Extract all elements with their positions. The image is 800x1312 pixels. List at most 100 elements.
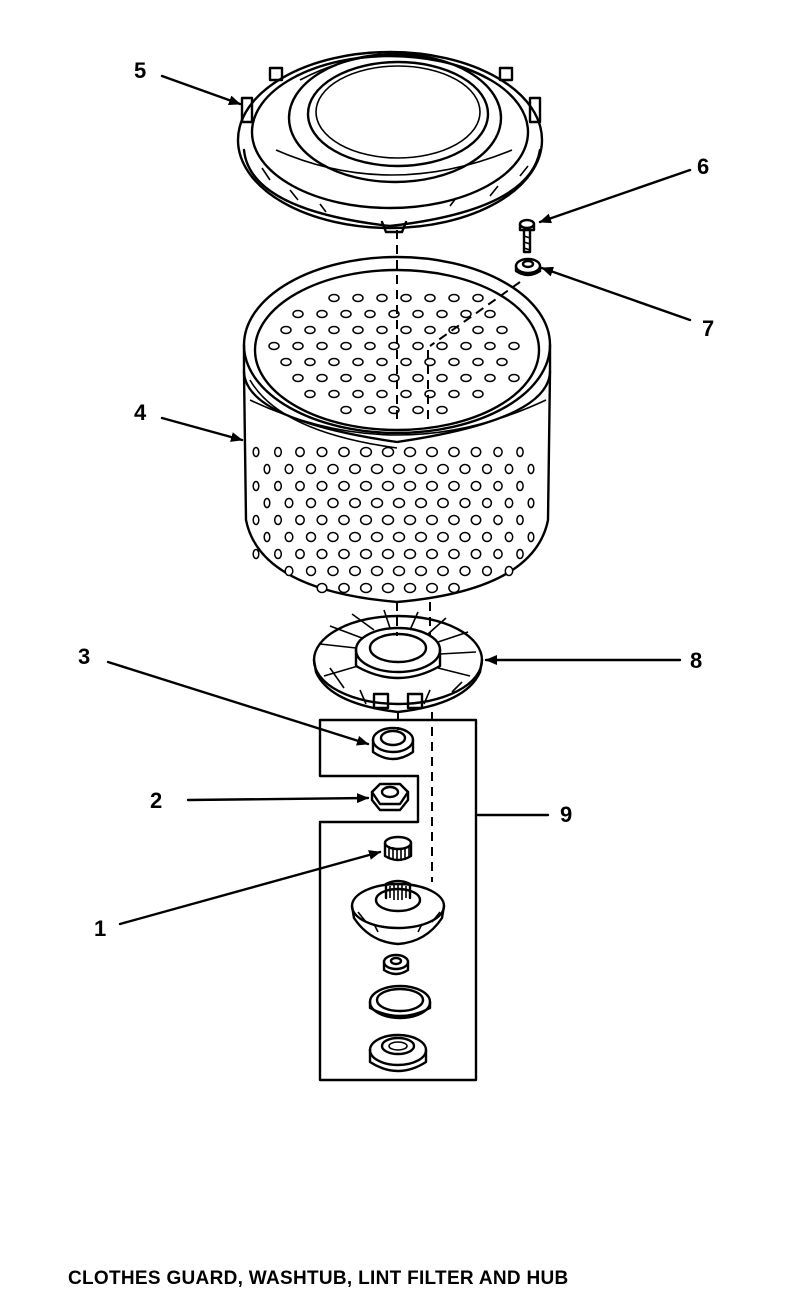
tub-perforation [425,446,439,458]
part-6-screw [518,218,536,254]
tub-perforation [304,357,316,367]
tub-perforation [424,389,436,399]
tub-perforation [364,341,376,351]
tub-perforation [328,325,340,335]
tub-perforation [527,497,535,509]
tub-perforation [295,514,305,526]
tub-perforation [424,325,436,335]
leader-3 [106,660,370,746]
tub-perforation [414,565,428,577]
tub-perforation [448,357,460,367]
tub-perforation [316,514,328,526]
tub-perforation [481,531,493,543]
callout-5: 5 [134,58,146,83]
tub-perforation [388,341,400,351]
tub-perforation [459,497,471,509]
tub-perforation [459,463,471,475]
tub-perforation [414,497,428,509]
tub-perforation [328,389,340,399]
tub-perforation [448,293,460,303]
callout-numbers: 5 6 7 4 8 3 2 9 1 [78,58,714,941]
tub-perforation [516,480,524,492]
tub-perforation [327,531,339,543]
hub-ring [368,984,432,1020]
callout-8: 8 [690,648,702,673]
tub-perforation [436,341,448,351]
tub-perforation [400,293,412,303]
tub-perforation [359,480,373,492]
tub-perforation [516,514,524,526]
tub-perforation [348,565,362,577]
tub-perforation [273,548,283,560]
tub-perforation [412,341,424,351]
tub-perforation [403,480,417,492]
tub-perforation [448,582,460,594]
hub-small-nut [382,953,410,976]
callout-9: 9 [560,802,572,827]
part-7-washer [514,257,542,277]
tub-perforation [284,463,294,475]
tub-perforation [504,497,514,509]
tub-perforation [459,531,471,543]
tub-perforation [348,531,362,543]
part-1-spline-insert [383,835,413,862]
tub-perforation [352,357,364,367]
tub-perforation [376,389,388,399]
tub-perforation [340,309,352,319]
tub-perforation [295,548,305,560]
tub-perforation [437,531,449,543]
tub-perforation [292,341,304,351]
tub-perforation [412,405,424,415]
tub-perforation [493,480,503,492]
tub-perforation [316,446,328,458]
tub-perforation [359,582,373,594]
tub-perforation [305,565,317,577]
tub-perforation [460,309,472,319]
tub-perforation [284,497,294,509]
tub-perforation [305,531,317,543]
tub-perforation [263,463,271,475]
tub-perforation [436,373,448,383]
tub-perforation [470,514,482,526]
tub-perforation [348,463,362,475]
tub-perforation [327,497,339,509]
tub-perforation [370,565,384,577]
tub-perforation [448,389,460,399]
tub-perforation [328,293,340,303]
tub-perforation [280,325,292,335]
tub-perforation [316,341,328,351]
tub-perforation [352,293,364,303]
tub-perforation [448,514,460,526]
part-8-lint-filter [312,609,484,714]
tub-perforation [504,531,514,543]
tub-perforation [252,446,260,458]
tub-perforation [370,497,384,509]
tub-perforation [392,463,406,475]
tub-perforation [352,325,364,335]
tub-perforation [338,514,350,526]
tub-perforation [327,565,339,577]
tub-perforation [340,373,352,383]
tub-perforation [504,463,514,475]
tub-perforation [273,514,283,526]
tub-perforation [472,357,484,367]
tub-perforation [470,480,482,492]
tub-perforation [472,293,484,303]
assembly-dashed-lines [396,230,521,882]
tub-perforation [263,531,271,543]
tub-perforation [359,514,373,526]
tub-perforation [392,565,406,577]
tub-perforation [252,480,260,492]
tub-perforation [316,480,328,492]
tub-perforation [316,309,328,319]
tub-perforation [376,293,388,303]
tub-perforation [381,582,395,594]
tub-perforation [388,373,400,383]
tub-perforation [284,565,294,577]
tub-perforation [263,497,271,509]
tub-perforation [381,548,395,560]
diagram-caption: CLOTHES GUARD, WASHTUB, LINT FILTER AND … [68,1268,569,1289]
tub-perforation [359,446,373,458]
tub-perforation [481,497,493,509]
